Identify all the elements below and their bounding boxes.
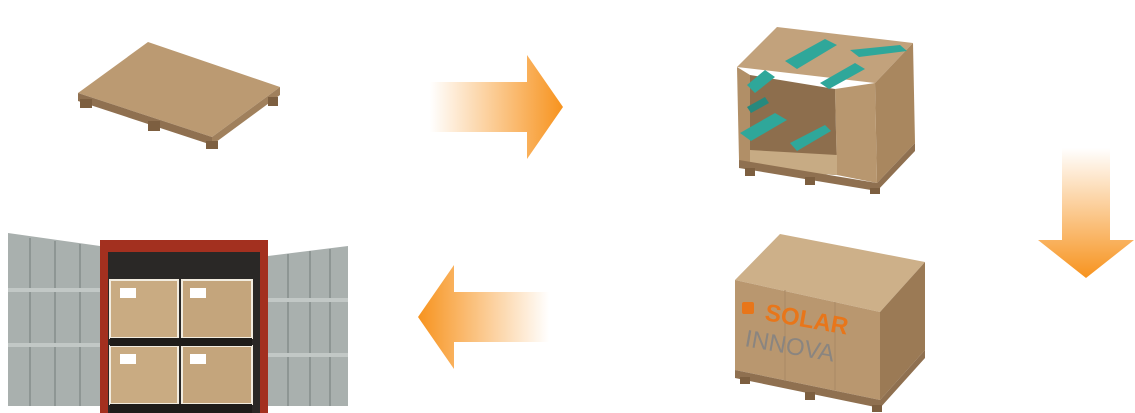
arrow-down-icon — [1037, 148, 1135, 280]
container-right-door — [268, 246, 348, 406]
open-box-illustration — [725, 25, 925, 195]
container-svg — [0, 228, 350, 413]
closed-box-svg: SOLAR INNOVA — [730, 230, 930, 413]
pallet-block-side — [268, 97, 278, 106]
logo-mark — [742, 302, 754, 314]
loaded-container-illustration — [0, 228, 350, 413]
arrow-down — [1037, 148, 1135, 280]
box-front-panel — [835, 83, 877, 183]
box-left-wall — [737, 67, 750, 170]
arrow-left — [418, 265, 550, 370]
closed-box-illustration: SOLAR INNOVA — [730, 230, 930, 413]
pallet-block-mid — [148, 121, 160, 131]
arrow-left-icon — [418, 265, 550, 370]
pallet-top — [78, 42, 280, 137]
arrow-right-icon — [430, 55, 565, 160]
empty-pallet-illustration — [70, 35, 290, 150]
open-box-svg — [725, 25, 925, 195]
arrow-right — [430, 55, 565, 160]
pallet-svg — [70, 35, 290, 150]
pallet-block-right — [206, 141, 218, 149]
pallet-block-left — [80, 99, 92, 108]
